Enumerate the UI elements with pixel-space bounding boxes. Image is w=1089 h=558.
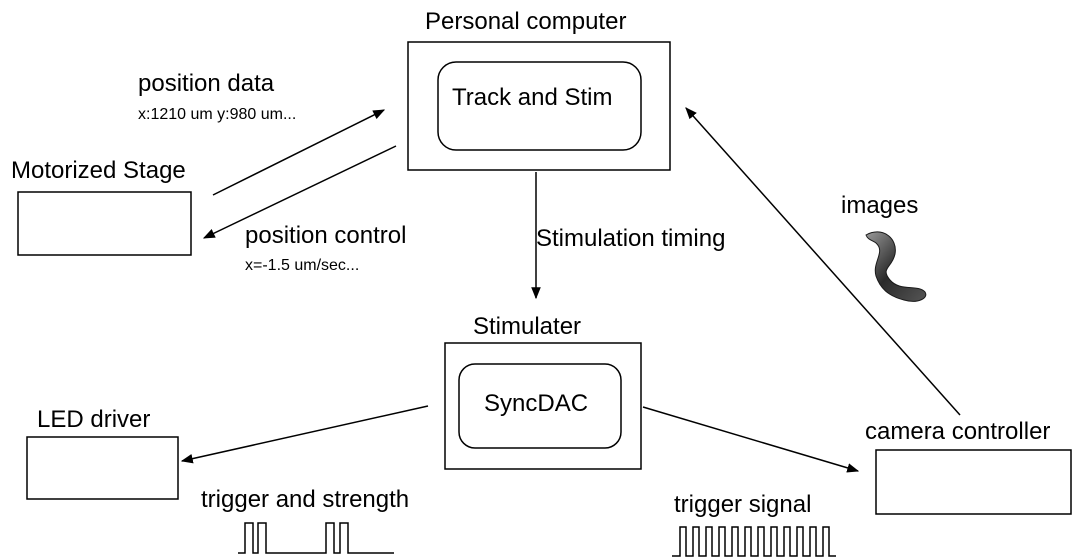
personal-computer-title: Personal computer (425, 8, 627, 35)
stimulater-box (444, 342, 642, 470)
track-and-stim-label: Track and Stim (452, 84, 613, 111)
position-data-arrow (212, 109, 386, 196)
position-control-label: position control (245, 222, 407, 249)
personal-computer-box (407, 41, 671, 171)
trigger-strength-label: trigger and strength (201, 486, 410, 513)
syncdac-box (458, 363, 622, 449)
stimulation-timing-label: Stimulation timing (536, 225, 726, 252)
images-label: images (841, 192, 919, 219)
camera-trigger-arrow (642, 406, 860, 473)
led-driver-box (26, 436, 179, 500)
led-trigger-arrow (180, 405, 429, 464)
position-data-label: position data (138, 70, 275, 97)
camera-controller-title: camera controller (865, 418, 1051, 445)
trigger-signal-waveform (672, 526, 836, 557)
position-data-example: x:1210 um y:980 um... (138, 106, 297, 123)
worm-icon (865, 231, 927, 302)
stimulater-title: Stimulater (473, 313, 582, 340)
track-and-stim-box (437, 61, 642, 151)
syncdac-label: SyncDAC (484, 390, 589, 417)
camera-controller-box (875, 449, 1072, 515)
trigger-signal-label: trigger signal (674, 491, 812, 518)
images-arrow (685, 107, 961, 416)
trigger-strength-waveform (238, 522, 394, 554)
led-driver-title: LED driver (37, 406, 151, 433)
motorized-stage-box (17, 191, 192, 256)
position-control-arrow (202, 145, 397, 239)
position-control-example: x=-1.5 um/sec... (245, 257, 360, 274)
motorized-stage-title: Motorized Stage (11, 157, 186, 184)
